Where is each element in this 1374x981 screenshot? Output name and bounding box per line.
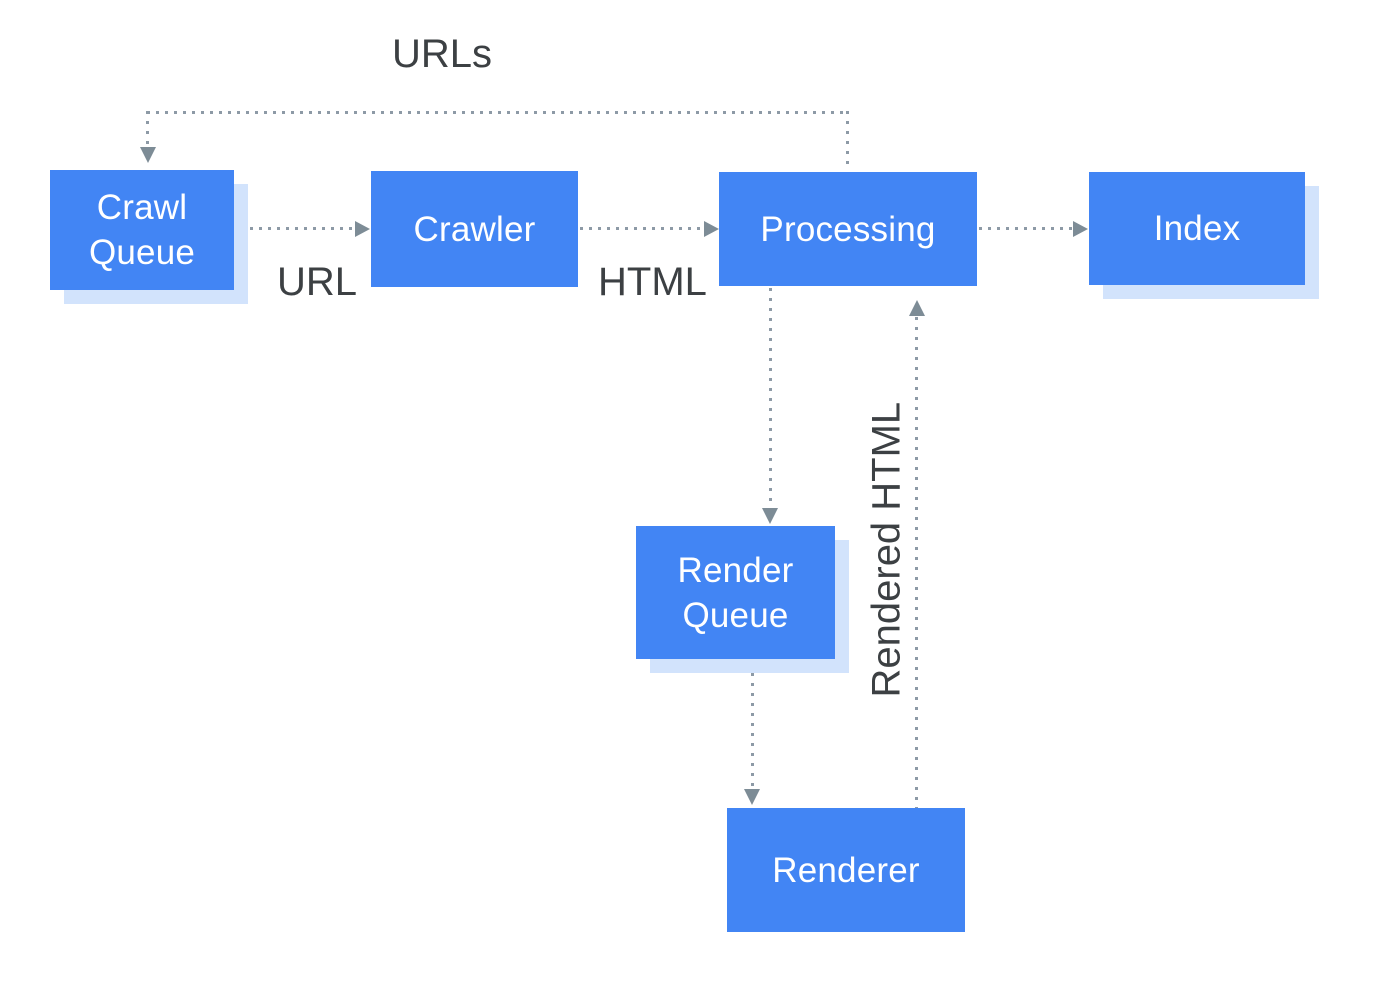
edge-label-url: URL xyxy=(277,260,358,304)
edge-processing-to-renderqueue-arrowhead xyxy=(762,508,778,524)
node-index: Index xyxy=(1089,172,1305,285)
edge-renderer-to-processing-line xyxy=(915,317,918,808)
edge-crawlqueue-to-crawler-arrowhead xyxy=(355,221,370,237)
edge-processing-to-crawlqueue-vline-left xyxy=(146,111,149,148)
edge-renderqueue-to-renderer-arrowhead xyxy=(744,789,760,805)
edge-processing-to-crawlqueue-vline-right xyxy=(846,111,849,171)
edge-label-html: HTML xyxy=(598,260,707,304)
edge-crawler-to-processing-line xyxy=(580,227,704,230)
edge-processing-to-renderqueue-line xyxy=(769,288,772,508)
node-index-label: Index xyxy=(1153,209,1241,248)
edge-processing-to-index-line xyxy=(979,227,1073,230)
node-render-queue: Render Queue xyxy=(636,526,835,659)
node-crawl-queue-label: Crawl Queue xyxy=(88,188,196,272)
node-processing: Processing xyxy=(719,172,977,286)
edge-crawler-to-processing-arrowhead xyxy=(704,221,719,237)
node-crawler: Crawler xyxy=(371,171,578,287)
node-renderer-label: Renderer xyxy=(772,850,920,890)
node-crawler-label: Crawler xyxy=(413,209,536,249)
node-processing-label: Processing xyxy=(760,209,936,249)
edge-renderqueue-to-renderer-line xyxy=(751,663,754,789)
edge-processing-to-index-arrowhead xyxy=(1073,221,1088,237)
edge-label-rendered-html: Rendered HTML xyxy=(864,401,909,698)
edge-processing-to-crawlqueue-hline xyxy=(147,111,848,114)
edge-label-urls: URLs xyxy=(392,32,493,76)
edge-crawlqueue-to-crawler-line xyxy=(250,227,355,230)
node-render-queue-label: Render Queue xyxy=(677,550,794,635)
node-renderer: Renderer xyxy=(727,808,965,932)
edge-processing-to-crawlqueue-arrowhead xyxy=(140,147,156,163)
edge-renderer-to-processing-arrowhead xyxy=(909,300,925,316)
node-crawl-queue: Crawl Queue xyxy=(50,170,234,290)
